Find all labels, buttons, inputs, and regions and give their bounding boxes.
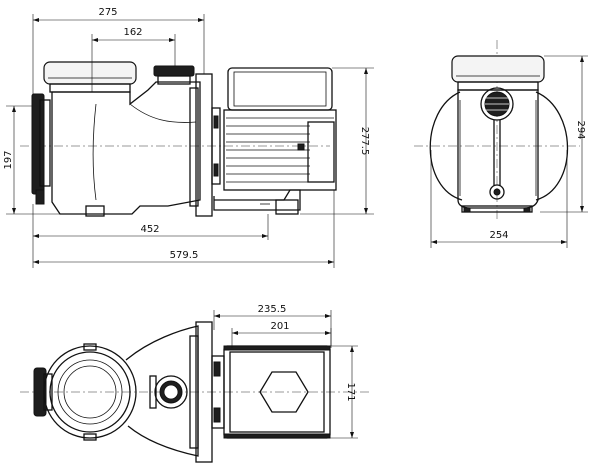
motor-cooling-fins: [226, 117, 334, 183]
outlet-port: [153, 65, 195, 85]
dim-197-label: 197: [3, 150, 14, 169]
top-flange: [189, 321, 225, 463]
motor-hex-cap: [259, 371, 309, 413]
top-volute: [125, 325, 199, 457]
motor-base: [213, 189, 301, 215]
dim-162: 162: [91, 27, 176, 92]
dim-275-label: 275: [98, 7, 117, 18]
dim-452: 452: [32, 204, 269, 268]
dim-294-label: 294: [575, 120, 586, 139]
dim-197: 197: [3, 105, 60, 215]
top-strainer: [43, 343, 137, 441]
motor-flange: [189, 73, 221, 217]
dim-579-5: 579.5: [33, 190, 335, 268]
end-inlet: [480, 87, 514, 200]
dim-277-5: 277.5: [300, 67, 374, 215]
dim-254: 254: [430, 150, 568, 248]
dim-579-5-label: 579.5: [170, 250, 199, 261]
dim-201: 201: [231, 321, 332, 348]
inlet-port: [31, 93, 51, 205]
end-view: 294 254: [414, 40, 588, 248]
top-view: 235.5 201 171: [20, 304, 372, 463]
dim-277-5-label: 277.5: [359, 127, 370, 156]
motor: [223, 67, 337, 191]
dim-171: 171: [330, 345, 358, 439]
dim-254-label: 254: [489, 230, 508, 241]
end-feet: [461, 205, 533, 213]
side-view: 275 162 197 277.5: [3, 7, 374, 268]
end-lid: [451, 55, 545, 91]
dim-452-label: 452: [140, 224, 159, 235]
strainer-lid: [43, 61, 137, 93]
dim-171-label: 171: [345, 382, 356, 401]
dim-162-label: 162: [123, 27, 142, 38]
top-motor: [223, 345, 331, 439]
pump-body: [51, 81, 201, 217]
dim-201-label: 201: [270, 321, 289, 332]
dim-275: 275: [32, 7, 205, 94]
dim-294: 294: [540, 55, 588, 213]
dim-235-5-label: 235.5: [258, 304, 287, 315]
